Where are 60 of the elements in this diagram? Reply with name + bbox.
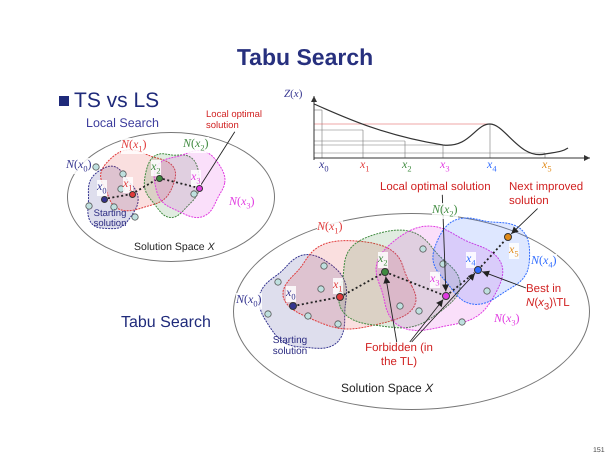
search-path: [108, 194, 128, 200]
callout-text: Local optimal solution: [380, 181, 504, 195]
arrow: [411, 272, 476, 342]
tick-label: x$_{2}$: [402, 158, 412, 174]
neighborhood-label: N(x$_{0}$): [66, 158, 92, 174]
point-label: x$_{0}$: [286, 286, 296, 302]
neighborhood-label: N(x$_{4}$): [531, 254, 557, 270]
section-label: Tabu Search: [121, 314, 211, 332]
solution-point: [381, 268, 389, 276]
neighborhood-label: N(x$_{3}$): [229, 195, 255, 212]
solution-point: [442, 292, 450, 300]
solution-point: [504, 233, 512, 241]
axis-label: Z(x): [284, 88, 302, 101]
solution-point: [336, 293, 344, 301]
neighborhood-label: N(x$_{2}$): [183, 137, 209, 154]
arrow: [510, 208, 538, 234]
search-path: [343, 273, 382, 296]
point-label: x$_{4}$: [466, 252, 476, 268]
arrow: [409, 299, 444, 342]
search-path: [162, 178, 196, 188]
neighborhood-label: N(x$_{1}$): [317, 220, 343, 236]
point-caption: Starting solution: [92, 209, 128, 230]
point-caption: Starting solution: [272, 335, 308, 357]
point-label: x$_{1}$: [123, 177, 133, 194]
tick-label: x$_{1}$: [360, 158, 370, 174]
arrow: [383, 276, 398, 342]
callout-text: Local optimal solution: [206, 109, 278, 132]
section-label: Local Search: [86, 116, 159, 130]
neighborhood-label: N(x$_{2}$): [432, 203, 458, 220]
point-label: x$_{2}$: [378, 252, 388, 268]
callout-text: Forbidden (in the TL): [365, 342, 433, 370]
point-label: x$_{3}$: [191, 170, 201, 186]
search-path: [134, 179, 156, 193]
solution-point: [474, 266, 482, 274]
arrow: [442, 194, 450, 292]
leader-line: [200, 131, 236, 186]
arrow: [482, 270, 526, 288]
neighborhood-label: N(x$_{1}$): [121, 138, 147, 154]
point-label: x$_{3}$: [430, 272, 440, 288]
tick-label: x$_{4}$: [487, 158, 497, 174]
search-path: [480, 240, 506, 268]
slide-subheading: TS vs LS: [74, 89, 160, 114]
point-label: x$_{0}$: [97, 180, 107, 196]
tick-label: x$_{3}$: [440, 158, 450, 174]
search-path: [448, 272, 476, 294]
tick-label: x$_{0}$: [319, 158, 329, 174]
callout-text: Next improved solution: [509, 181, 595, 209]
ellipse-label: Solution Space X: [341, 382, 434, 396]
search-path: [388, 272, 442, 296]
point-label: x$_{2}$: [151, 160, 161, 176]
solution-point: [289, 302, 297, 310]
neighborhood-label: N(x$_{0}$): [236, 293, 262, 310]
neighborhood-label: N(x$_{3}$): [494, 312, 520, 328]
point-label: x$_{1}$: [333, 278, 343, 294]
slide-title: Tabu Search: [236, 44, 374, 70]
point-label: x$_{5}$: [509, 243, 519, 260]
ellipse-label: Solution Space X: [134, 241, 215, 254]
search-path: [297, 296, 336, 306]
tick-label: x$_{5}$: [542, 158, 552, 174]
callout-text: Best in N(x$_{3}$)\TL: [526, 283, 578, 313]
